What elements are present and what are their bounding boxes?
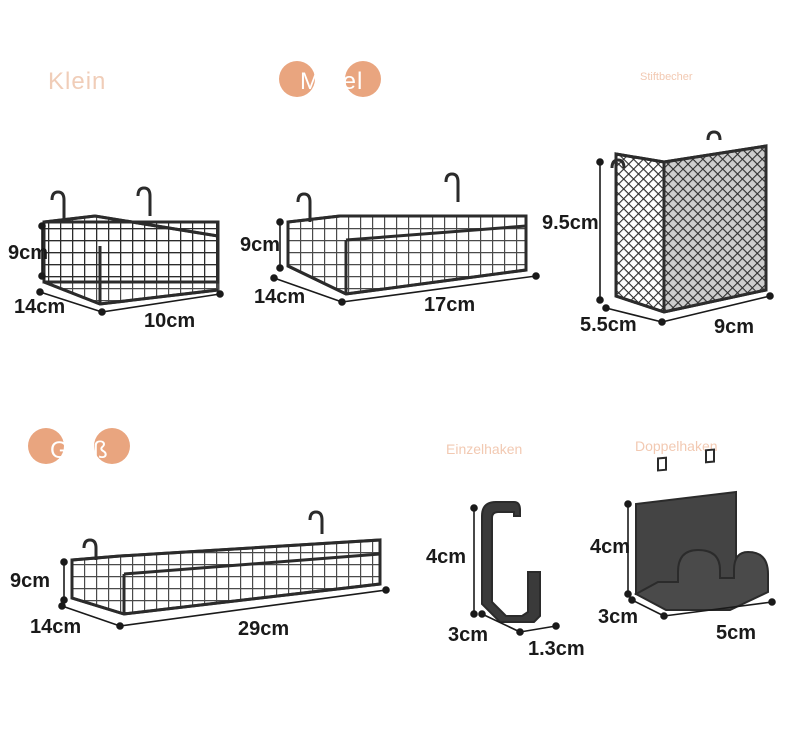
accent-dot-medium xyxy=(279,61,315,97)
holder-height-label: 9.5cm xyxy=(542,212,599,234)
large-dim-lines xyxy=(58,558,390,630)
single-hook-depth-label: 3cm xyxy=(448,624,489,646)
single-hook xyxy=(481,501,541,623)
label-single-hook: Einzelhaken xyxy=(446,441,523,457)
label-double-hook: Doppelhaken xyxy=(635,438,718,454)
pen-holder xyxy=(610,130,768,314)
holder-depth-label: 5.5cm xyxy=(580,314,637,336)
medium-dim-lines xyxy=(270,218,540,306)
accent-dot-large xyxy=(28,428,64,464)
holder-dim-lines xyxy=(596,158,774,326)
small-basket xyxy=(42,186,220,306)
single-hook-dim-lines xyxy=(470,504,560,636)
label-medium: Mittel xyxy=(300,68,364,95)
double-hook-dim-lines xyxy=(624,500,776,620)
accent-dot-medium-2 xyxy=(345,61,381,97)
large-depth-label: 14cm xyxy=(30,616,82,638)
large-height-label: 9cm xyxy=(10,570,51,592)
small-height-label: 9cm xyxy=(8,242,49,264)
double-hook-depth-label: 3cm xyxy=(598,606,639,628)
medium-width-label: 17cm xyxy=(424,294,476,316)
double-hook-height-label: 4cm xyxy=(590,536,631,558)
single-hook-width-label: 1.3cm xyxy=(528,638,585,660)
single-hook-height-label: 4cm xyxy=(426,546,467,568)
double-hook xyxy=(633,448,769,611)
large-basket xyxy=(70,510,382,616)
medium-depth-label: 14cm xyxy=(254,286,306,308)
double-hook-width-label: 5cm xyxy=(716,622,757,644)
small-depth-label: 14cm xyxy=(14,296,66,318)
medium-height-label: 9cm xyxy=(240,234,281,256)
small-width-label: 10cm xyxy=(144,310,196,332)
medium-basket xyxy=(286,172,528,296)
accent-dot-large-2 xyxy=(94,428,130,464)
small-dim-lines xyxy=(36,222,224,316)
holder-width-label: 9cm xyxy=(714,316,755,338)
label-large: Groß xyxy=(50,437,109,464)
large-width-label: 29cm xyxy=(238,618,290,640)
label-holder: Stiftbecher xyxy=(640,71,693,83)
label-small: Klein xyxy=(48,68,107,95)
